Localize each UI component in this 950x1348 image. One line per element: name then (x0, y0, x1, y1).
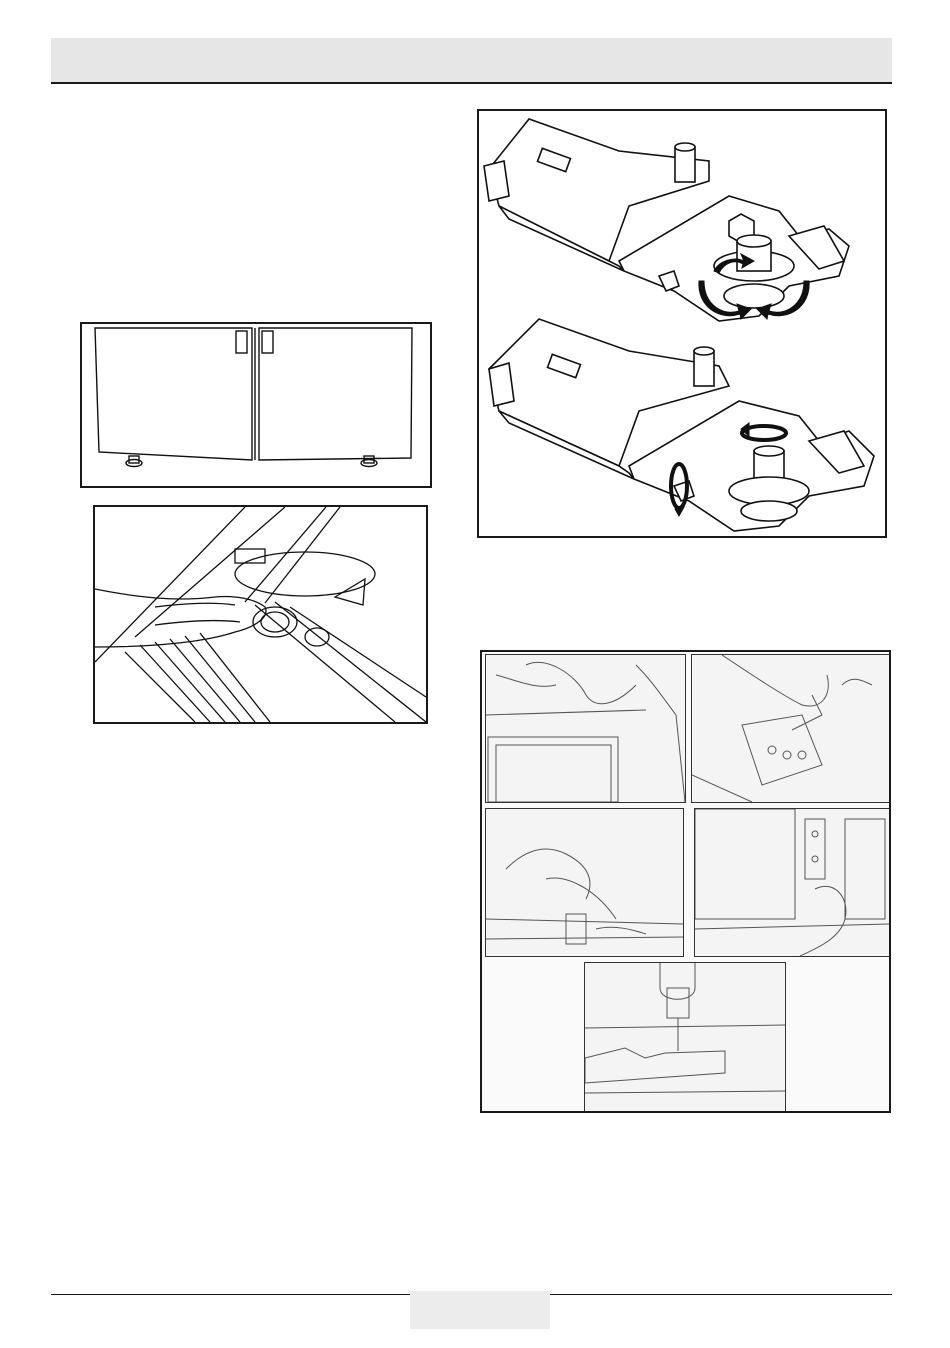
lower-hinge-assembly (489, 319, 874, 531)
hinge-adjustment-figure (477, 109, 887, 538)
hand-adjustment-figure (93, 505, 428, 724)
upper-hinge-assembly (484, 119, 849, 321)
doors-drawing (82, 324, 430, 486)
photo-drilling-bottom (584, 962, 786, 1113)
photo-screwing-top-right (691, 654, 890, 803)
photo-wiring-top-left (485, 654, 686, 803)
hand-drawing (95, 507, 426, 722)
refrigerator-doors-figure (80, 322, 432, 488)
photo-connector-middle-left (485, 808, 684, 957)
photo-hinge-plate-middle-right (694, 808, 890, 957)
installation-photos-figure (480, 650, 891, 1113)
header-bar (51, 38, 892, 84)
page-number-tab (410, 1291, 550, 1329)
hinge-drawing (479, 111, 885, 536)
